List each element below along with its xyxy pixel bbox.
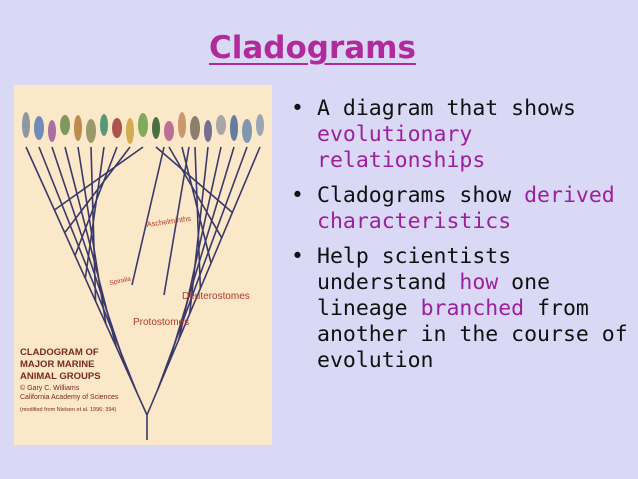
branch-line bbox=[51, 146, 128, 370]
slide-title: Cladograms bbox=[209, 30, 416, 66]
caption-line-2: MAJOR MARINE bbox=[20, 359, 94, 370]
branch-line bbox=[155, 146, 233, 214]
cladogram-branches bbox=[25, 146, 261, 440]
organism-icon bbox=[112, 118, 122, 138]
cladogram-svg: Aschelminths Spiralia Deuterostomes Prot… bbox=[20, 112, 264, 440]
label-deuterostomes: Deuterostomes bbox=[182, 291, 250, 302]
organism-icon bbox=[48, 120, 56, 142]
cladogram-figure: Aschelminths Spiralia Deuterostomes Prot… bbox=[14, 85, 272, 445]
bullet-item: • Help scientists understand how one line… bbox=[287, 244, 632, 374]
branch-line bbox=[25, 146, 148, 416]
organism-icon bbox=[178, 112, 186, 138]
organism-icon bbox=[256, 114, 264, 136]
organism-icon bbox=[74, 115, 82, 141]
branch-line bbox=[168, 146, 223, 239]
organism-icon bbox=[34, 116, 44, 140]
label-spiralians: Spiralia bbox=[109, 276, 132, 287]
organism-icon bbox=[152, 117, 160, 139]
caption-line-5: California Academy of Sciences bbox=[20, 394, 119, 401]
label-aschelminths: Aschelminths bbox=[146, 214, 192, 229]
branch-line bbox=[146, 146, 261, 416]
branch-line bbox=[167, 146, 235, 365]
organism-icon bbox=[22, 112, 30, 138]
organism-icon bbox=[164, 121, 174, 141]
bullet-item: • Cladograms show derived characteristics bbox=[287, 183, 632, 235]
organism-icon bbox=[204, 120, 212, 142]
bullet-text: Help scientists understand how one linea… bbox=[317, 244, 628, 373]
branch-line bbox=[156, 146, 248, 390]
branch-line bbox=[194, 146, 202, 289]
bullet-dot-icon: • bbox=[291, 96, 304, 121]
organism-icon bbox=[190, 116, 200, 140]
organism-icon bbox=[86, 119, 96, 143]
branch-line bbox=[188, 146, 209, 314]
branch-line bbox=[64, 146, 131, 234]
branch-line bbox=[131, 146, 165, 286]
label-protostomes: Protostomes bbox=[133, 317, 189, 328]
bullet-text: A diagram that shows evolutionary relati… bbox=[317, 96, 576, 173]
organism-icon bbox=[138, 113, 148, 137]
caption-line-1: CLADOGRAM OF bbox=[20, 347, 99, 358]
bullet-dot-icon: • bbox=[291, 183, 304, 208]
organism-icon bbox=[100, 114, 108, 136]
caption-line-4: © Gary C. Williams bbox=[20, 384, 80, 392]
bullet-text: Cladograms show derived characteristics bbox=[317, 183, 615, 234]
bullet-item: • A diagram that shows evolutionary relat… bbox=[287, 96, 632, 174]
organism-icon bbox=[60, 115, 70, 135]
branch-line bbox=[53, 146, 144, 211]
bullet-list: • A diagram that shows evolutionary relat… bbox=[287, 96, 632, 383]
caption-line-3: ANIMAL GROUPS bbox=[20, 371, 101, 382]
organism-icon bbox=[126, 118, 134, 144]
branch-line bbox=[163, 146, 190, 296]
organism-icon bbox=[242, 119, 252, 143]
organism-illustrations bbox=[22, 112, 264, 144]
organism-icon bbox=[216, 115, 226, 135]
caption-line-6: (modified from Nielsen et al. 1996: 394) bbox=[20, 407, 116, 413]
branch-line bbox=[74, 146, 118, 256]
organism-icon bbox=[230, 115, 238, 141]
bullet-dot-icon: • bbox=[291, 244, 304, 269]
branch-line bbox=[84, 146, 105, 279]
